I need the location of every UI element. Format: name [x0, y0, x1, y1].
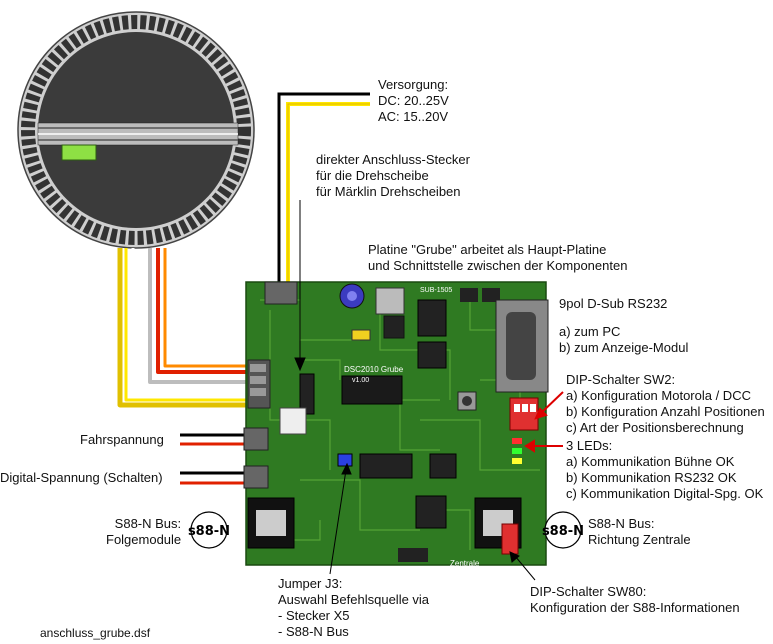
- s88-left-line-1: S88-N Bus:: [114, 516, 182, 531]
- s88-logo-right-text: s88-N: [542, 524, 584, 539]
- dip-sw80-label: DIP-Schalter SW80: Konfiguration der S88…: [530, 584, 740, 616]
- platine-line-2: und Schnittstelle zwischen der Komponent…: [368, 258, 628, 273]
- s88-right-label: S88-N Bus: Richtung Zentrale: [588, 516, 691, 548]
- s88-logo-left-text: s88-N: [188, 524, 230, 539]
- pcb-board: [243, 281, 549, 566]
- jumper-label: Jumper J3: Auswahl Befehlsquelle via - S…: [278, 576, 429, 640]
- fahrspannung-label: Fahrspannung: [80, 432, 164, 447]
- platine-line-1: Platine "Grube" arbeitet als Haupt-Plati…: [368, 242, 607, 257]
- leds-line-2: a) Kommunikation Bühne OK: [566, 454, 735, 469]
- dsub-label: 9pol D-Sub RS232 a) zum PC b) zum Anzeig…: [559, 296, 688, 356]
- anschluss-line-2: für die Drehscheibe: [316, 168, 429, 183]
- filename-label: anschluss_grube.dsf: [40, 626, 151, 640]
- dip-sw80-line-1: DIP-Schalter SW80:: [530, 584, 647, 599]
- s88-right-line-1: S88-N Bus:: [588, 516, 655, 531]
- fahrspannung-wires: [180, 433, 248, 485]
- digital-spannung-label: Digital-Spannung (Schalten): [0, 470, 163, 485]
- dsub-line-1: 9pol D-Sub RS232: [559, 296, 668, 311]
- leds-line-1: 3 LEDs:: [566, 438, 613, 453]
- s88-right-line-2: Richtung Zentrale: [588, 532, 691, 547]
- anschluss-label: direkter Anschluss-Stecker für die Drehs…: [316, 152, 470, 200]
- board-zentrale-label: Zentrale: [450, 559, 480, 568]
- s88-logo-right: s88-N: [542, 511, 584, 549]
- dsub-line-3: b) zum Anzeige-Modul: [559, 340, 689, 355]
- dip-sw2-label: DIP-Schalter SW2: a) Konfiguration Motor…: [566, 372, 765, 436]
- s88-left-label: S88-N Bus: Folgemodule: [106, 516, 181, 548]
- dip-sw2-line-4: c) Art der Positionsberechnung: [566, 420, 744, 435]
- dip-sw2-line-1: DIP-Schalter SW2:: [566, 372, 676, 387]
- versorgung-line-2: DC: 20..25V: [378, 93, 449, 108]
- leds-line-3: b) Kommunikation RS232 OK: [566, 470, 737, 485]
- platine-label: Platine "Grube" arbeitet als Haupt-Plati…: [368, 242, 627, 274]
- dip-sw2-line-3: b) Konfiguration Anzahl Positionen: [566, 404, 765, 419]
- jumper-line-3: - Stecker X5: [278, 608, 350, 623]
- anschluss-line-1: direkter Anschluss-Stecker: [316, 152, 470, 167]
- red-arrows: [524, 391, 564, 453]
- versorgung-line-3: AC: 15..20V: [378, 109, 449, 124]
- dip-sw2-line-2: a) Konfiguration Motorola / DCC: [566, 388, 751, 403]
- jumper-line-1: Jumper J3:: [278, 576, 343, 591]
- s88-left-line-2: Folgemodule: [106, 532, 182, 547]
- turntable-wires: [117, 248, 250, 408]
- board-chip-label: DSC2010 Grube: [344, 365, 404, 374]
- leds-label: 3 LEDs: a) Kommunikation Bühne OK b) Kom…: [566, 438, 763, 502]
- versorgung-line-1: Versorgung:: [378, 77, 449, 92]
- power-wires: [277, 92, 370, 282]
- jumper-line-2: Auswahl Befehlsquelle via: [278, 592, 430, 607]
- anschluss-line-3: für Märklin Drehscheiben: [316, 184, 461, 199]
- leds-line-4: c) Kommunikation Digital-Spg. OK: [566, 486, 764, 501]
- dip-sw80-line-2: Konfiguration der S88-Informationen: [530, 600, 740, 615]
- board-sub-label: SUB-1505: [420, 287, 452, 294]
- versorgung-label: Versorgung: DC: 20..25V AC: 15..20V: [378, 77, 449, 125]
- dsub-line-2: a) zum PC: [559, 324, 621, 339]
- board-version-label: v1.00: [352, 377, 369, 384]
- turntable: [17, 11, 255, 249]
- pointer-arrows: [294, 200, 536, 581]
- board-labels: DSC2010 Grube v1.00 SUB-1505 Zentrale: [344, 287, 480, 568]
- s88-logo-left: s88-N: [188, 511, 230, 549]
- jumper-line-4: - S88-N Bus: [278, 624, 349, 639]
